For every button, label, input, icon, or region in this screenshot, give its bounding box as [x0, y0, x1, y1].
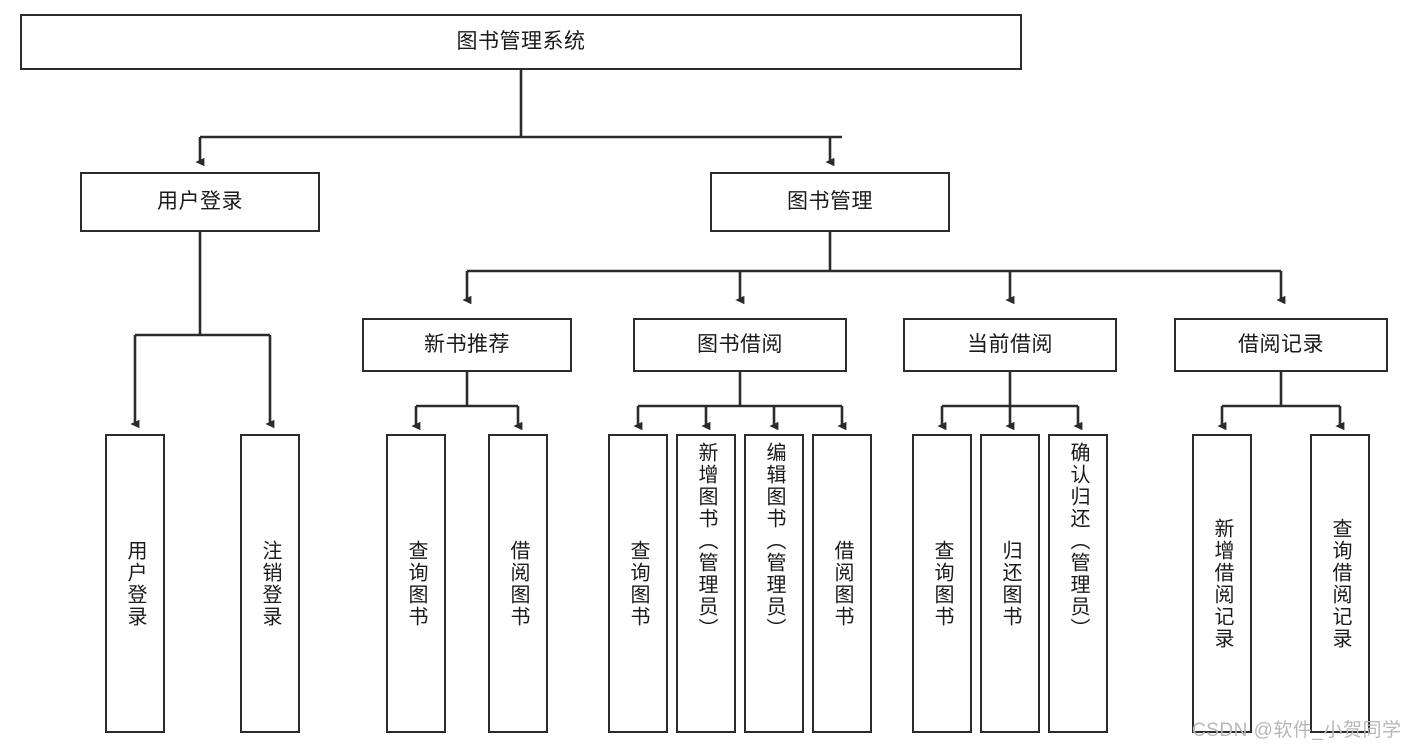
node-book-management[interactable]: 图书管理: [710, 172, 950, 232]
leaf-book-borrow-edit-book-label: 编辑图书（管理员）: [763, 442, 785, 640]
leaf-current-borrow-query-book-label: 查询图书: [931, 539, 953, 628]
leaf-user-login-logout-label: 注销登录: [259, 539, 281, 628]
leaf-user-login-login[interactable]: 用户登录: [105, 434, 165, 733]
leaf-current-borrow-return-book-label: 归还图书: [999, 539, 1021, 628]
leaf-book-borrow-query-book-label: 查询图书: [627, 539, 649, 628]
node-user-login[interactable]: 用户登录: [80, 172, 320, 232]
leaf-book-borrow-edit-book[interactable]: 编辑图书（管理员）: [744, 434, 804, 733]
csdn-watermark: CSDN @软件_小贺同学: [1192, 720, 1402, 741]
leaf-new-book-query-book-label: 查询图书: [405, 539, 427, 628]
leaf-current-borrow-confirm-return-label: 确认归还（管理员）: [1067, 442, 1089, 640]
node-book-borrow[interactable]: 图书借阅: [633, 318, 847, 372]
leaf-book-borrow-query-book[interactable]: 查询图书: [608, 434, 668, 733]
node-root-system-label: 图书管理系统: [456, 29, 586, 53]
leaf-new-book-borrow-book[interactable]: 借阅图书: [488, 434, 548, 733]
leaf-borrow-record-query-record-label: 查询借阅记录: [1329, 517, 1351, 650]
node-user-login-label: 用户登录: [157, 189, 243, 213]
node-borrow-record[interactable]: 借阅记录: [1174, 318, 1388, 372]
node-current-borrow-label: 当前借阅: [967, 332, 1053, 356]
node-book-borrow-label: 图书借阅: [697, 332, 783, 356]
leaf-new-book-borrow-book-label: 借阅图书: [507, 539, 529, 628]
node-new-book-recommend[interactable]: 新书推荐: [362, 318, 572, 372]
node-book-management-label: 图书管理: [787, 189, 873, 213]
leaf-book-borrow-add-book[interactable]: 新增图书（管理员）: [676, 434, 736, 733]
node-new-book-recommend-label: 新书推荐: [424, 332, 510, 356]
leaf-user-login-logout[interactable]: 注销登录: [240, 434, 300, 733]
leaf-borrow-record-query-record[interactable]: 查询借阅记录: [1310, 434, 1370, 733]
leaf-current-borrow-confirm-return[interactable]: 确认归还（管理员）: [1048, 434, 1108, 733]
leaf-book-borrow-borrow-book[interactable]: 借阅图书: [812, 434, 872, 733]
leaf-new-book-query-book[interactable]: 查询图书: [386, 434, 446, 733]
leaf-borrow-record-add-record[interactable]: 新增借阅记录: [1192, 434, 1252, 733]
node-root-system[interactable]: 图书管理系统: [20, 14, 1022, 70]
leaf-book-borrow-borrow-book-label: 借阅图书: [831, 539, 853, 628]
leaf-user-login-login-label: 用户登录: [124, 539, 146, 628]
leaf-borrow-record-add-record-label: 新增借阅记录: [1211, 517, 1233, 650]
leaf-book-borrow-add-book-label: 新增图书（管理员）: [695, 442, 717, 640]
leaf-current-borrow-return-book[interactable]: 归还图书: [980, 434, 1040, 733]
node-borrow-record-label: 借阅记录: [1238, 332, 1324, 356]
leaf-current-borrow-query-book[interactable]: 查询图书: [912, 434, 972, 733]
node-current-borrow[interactable]: 当前借阅: [903, 318, 1117, 372]
